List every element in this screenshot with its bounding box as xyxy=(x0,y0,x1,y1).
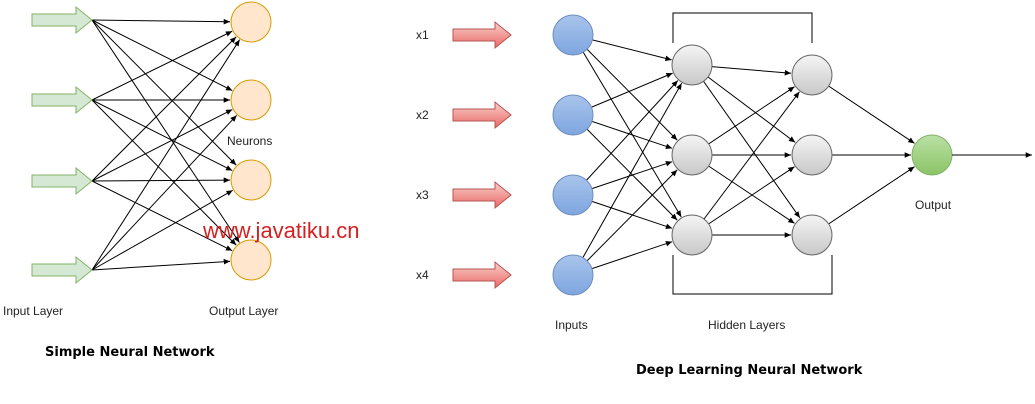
simple-connection-2-4 xyxy=(91,99,237,246)
simple-network-connections xyxy=(91,18,241,271)
input-node-1 xyxy=(552,14,594,56)
hidden1-to-hidden2-2-1 xyxy=(691,86,795,156)
deep-network-title: Deep Learning Neural Network xyxy=(636,363,863,378)
input-x4-label: x4 xyxy=(416,268,429,282)
hidden2-to-output-1 xyxy=(811,74,915,144)
output-layer-label: Output Layer xyxy=(209,304,278,318)
simple-connection-4-2 xyxy=(91,114,238,271)
hidden1-node-2 xyxy=(671,134,713,176)
output-node xyxy=(911,134,953,176)
simple-connection-3-4 xyxy=(91,180,233,252)
input-arrow-2 xyxy=(31,85,93,115)
inputs-label: Inputs xyxy=(555,318,588,332)
hidden1-node-1 xyxy=(671,44,713,86)
hidden1-to-hidden2-3-2 xyxy=(691,166,795,236)
input-to-hidden1-2-3 xyxy=(572,114,678,221)
hidden1-to-hidden2-2-3 xyxy=(691,154,795,224)
input-arrow-1 xyxy=(31,5,93,35)
input-arrow-4 xyxy=(31,255,93,285)
hidden1-node-3 xyxy=(671,214,713,256)
input-node-4 xyxy=(552,254,594,296)
hidden1-to-hidden2-1-3 xyxy=(691,64,801,219)
input-node-2 xyxy=(552,94,594,136)
x-input-arrow-3 xyxy=(452,180,512,210)
hidden2-node-2 xyxy=(791,134,833,176)
input-to-hidden1-4-2 xyxy=(572,169,678,276)
x-input-arrow-4 xyxy=(452,260,512,290)
simple-connection-2-3 xyxy=(91,99,233,172)
neurons-label: Neurons xyxy=(227,134,272,148)
watermark-text: www.javatiku.cn xyxy=(202,218,360,243)
simple-connection-3-2 xyxy=(91,109,233,182)
output-neuron-2 xyxy=(230,79,272,121)
hidden1-to-hidden2-1-2 xyxy=(691,64,796,143)
simple-connection-4-1 xyxy=(91,39,241,271)
simple-connection-2-1 xyxy=(91,30,233,101)
output-label: Output xyxy=(915,198,952,212)
deep-network-nodes xyxy=(452,14,953,296)
input-layer-label: Input Layer xyxy=(3,304,63,318)
simple-connection-4-3 xyxy=(91,189,233,271)
hidden1-to-hidden2-3-1 xyxy=(691,91,800,236)
input-to-hidden1-4-1 xyxy=(572,83,683,276)
hidden-layers-bottom-bracket xyxy=(672,255,833,295)
simple-connection-1-4 xyxy=(91,19,240,243)
x-input-arrow-1 xyxy=(452,20,512,50)
hidden2-to-output-3 xyxy=(811,166,915,236)
deep-network-connections xyxy=(572,34,915,276)
output-neuron-3 xyxy=(230,159,272,201)
output-neuron-1 xyxy=(230,1,272,43)
x-input-arrow-2 xyxy=(452,100,512,130)
simple-network-nodes xyxy=(31,1,272,285)
hidden-layers-label: Hidden Layers xyxy=(708,318,785,332)
simple-connection-1-3 xyxy=(91,19,237,166)
simple-network-title: Simple Neural Network xyxy=(45,345,215,360)
hidden2-node-3 xyxy=(791,214,833,256)
hidden2-node-1 xyxy=(791,54,833,96)
simple-connection-4-4 xyxy=(91,258,231,271)
hidden-layers-top-bracket xyxy=(672,12,813,43)
input-arrow-3 xyxy=(31,166,93,196)
input-x3-label: x3 xyxy=(416,188,429,202)
input-x1-label: x1 xyxy=(416,28,429,42)
simple-connection-1-2 xyxy=(91,19,233,92)
simple-connection-1-1 xyxy=(91,18,231,25)
input-node-3 xyxy=(552,174,594,216)
input-to-hidden1-3-1 xyxy=(572,80,679,196)
input-x2-label: x2 xyxy=(416,108,429,122)
simple-connection-3-3 xyxy=(91,177,231,183)
input-to-hidden1-1-3 xyxy=(572,34,682,218)
output-neuron-4 xyxy=(230,239,272,281)
simple-connection-3-1 xyxy=(91,36,237,182)
